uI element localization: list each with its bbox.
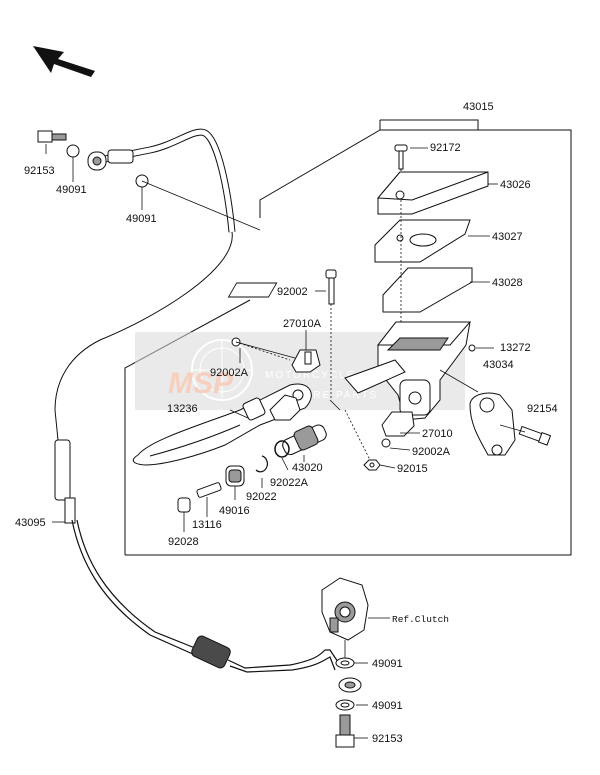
circlip-92022 [255,455,269,473]
label-92154: 92154 [527,403,558,415]
label-13116: 13116 [192,519,222,531]
label-49091-b: 49091 [126,213,157,225]
pivot-bolt [325,269,337,400]
label-43027: 43027 [492,231,523,243]
label-92002: 92002 [277,286,308,298]
label-92028: 92028 [168,536,199,548]
assembly-frame [124,119,572,556]
part-number-labels: 43015 92172 43026 43027 43028 92002 2701… [15,101,558,745]
leader-lines [45,144,498,739]
lever-adjuster [242,397,266,421]
label-27010A: 27010A [283,318,322,330]
master-cylinder-body [344,321,472,421]
label-43020: 43020 [292,462,323,474]
label-43028: 43028 [492,277,523,289]
label-92153-bottom: 92153 [372,733,403,745]
reference-label: Ref.Clutch [392,614,449,625]
label-49091-a: 49091 [56,184,87,196]
clamp-holder [469,392,516,456]
label-92022A: 92022A [270,477,309,489]
bracket-27010A [291,349,321,373]
label-43026: 43026 [500,179,531,191]
washer-upper-a [66,144,80,158]
front-direction-arrow-icon [33,46,95,77]
label-43095: 43095 [15,517,46,529]
clutch-lever [132,383,312,466]
watermark-line1: MOTORCYCLE [265,370,355,381]
pin-13116 [196,482,222,498]
label-92002A-top: 92002A [210,367,249,379]
bracket-27010 [381,411,415,437]
lower-banjo-fitting [338,677,362,693]
label-49016: 49016 [219,505,250,517]
label-49091-c: 49091 [372,658,403,670]
push-rod-assembly [282,424,327,456]
banjo-bolt-upper [37,130,67,143]
watermark-line2: SPARE PARTS [288,390,378,401]
lower-washer-a [335,657,355,669]
link-lines [235,341,526,461]
label-43015: 43015 [463,101,494,113]
dust-boot-49016 [225,465,245,487]
label-92153-top: 92153 [24,165,55,177]
small-screw-bottom [381,438,391,448]
label-92172: 92172 [430,142,461,154]
upper-banjo-fitting [37,130,261,231]
label-43034: 43034 [483,359,514,371]
reservoir-diaphragm [227,267,473,313]
lower-washer-b [335,699,355,711]
clamp-bolt [518,425,552,446]
label-92022: 92022 [246,491,277,503]
cap-92028 [177,497,191,513]
nut-92015 [363,459,381,471]
clutch-hose [54,128,341,673]
circlip-92022A [274,440,290,458]
reservoir-cap [376,171,489,215]
lower-banjo-bolt [335,714,355,748]
label-92002A-bottom: 92002A [412,446,451,458]
label-27010: 27010 [422,428,453,440]
label-13272: 13272 [500,342,531,354]
label-92015: 92015 [397,463,428,475]
switch-13272 [468,344,476,352]
watermark-logo: MSP [168,367,234,400]
label-13236: 13236 [167,403,198,415]
slave-cylinder-ref [321,577,390,660]
reservoir-plate [374,219,471,263]
label-49091-d: 49091 [372,700,403,712]
